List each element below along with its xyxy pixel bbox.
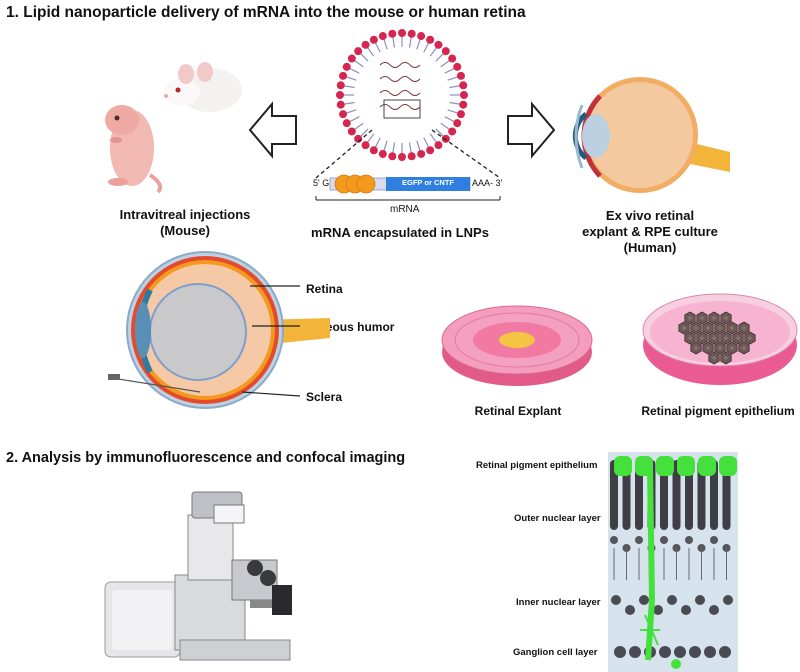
mouse-caption-line2: (Mouse) — [160, 223, 210, 238]
human-eye-illustration — [572, 77, 730, 193]
retinal-explant-dish — [441, 305, 593, 386]
human-caption-line2: explant & RPE culture — [582, 224, 718, 239]
mrna-three-prime: AAA- 3' — [472, 178, 503, 188]
confocal-microscope-illustration — [104, 491, 292, 661]
explant-label: Retinal Explant — [474, 404, 562, 418]
arrow-right-icon — [507, 101, 556, 159]
section2-title: 2. Analysis by immunofluorescence and co… — [6, 450, 406, 466]
layer-label-rpe: Retinal pigment epithelium — [476, 460, 598, 471]
rpe-culture-label: Retinal pigment epithelium — [641, 404, 795, 418]
layer-label-onl: Outer nuclear layer — [514, 513, 601, 524]
retina-layers-diagram — [608, 452, 738, 672]
human-caption: Ex vivo retinal explant & RPE culture (H… — [560, 208, 740, 256]
layer-label-gcl: Ganglion cell layer — [513, 647, 598, 658]
mouse-pup-illustration — [105, 105, 163, 194]
sclera-label: Sclera — [306, 390, 343, 404]
layer-label-inl: Inner nuclear layer — [516, 597, 601, 608]
lnp-particle — [336, 29, 468, 161]
human-caption-line1: Ex vivo retinal — [605, 208, 695, 223]
mouse-caption-line1: Intravitreal injections — [119, 207, 251, 222]
rpe-culture-dish — [642, 293, 798, 385]
lnp-caption: mRNA encapsulated in LNPs — [311, 225, 489, 240]
human-caption-line3: (Human) — [623, 240, 677, 255]
vitreous-label: Vitreous humor — [306, 320, 395, 334]
mrna-label: mRNA — [390, 204, 420, 215]
white-mouse-illustration — [164, 62, 242, 112]
mouse-caption: Intravitreal injections (Mouse) — [105, 207, 265, 239]
mrna-gene-label: EGFP or CNTF — [402, 178, 454, 187]
mrna-five-prime: 5' G- — [313, 178, 333, 188]
mouse-eye-cross-section — [108, 251, 330, 409]
retina-label: Retina — [306, 282, 343, 296]
arrow-left-icon — [248, 101, 297, 159]
section1-title: 1. Lipid nanoparticle delivery of mRNA i… — [6, 4, 526, 21]
lens-label: Lens — [180, 330, 211, 345]
